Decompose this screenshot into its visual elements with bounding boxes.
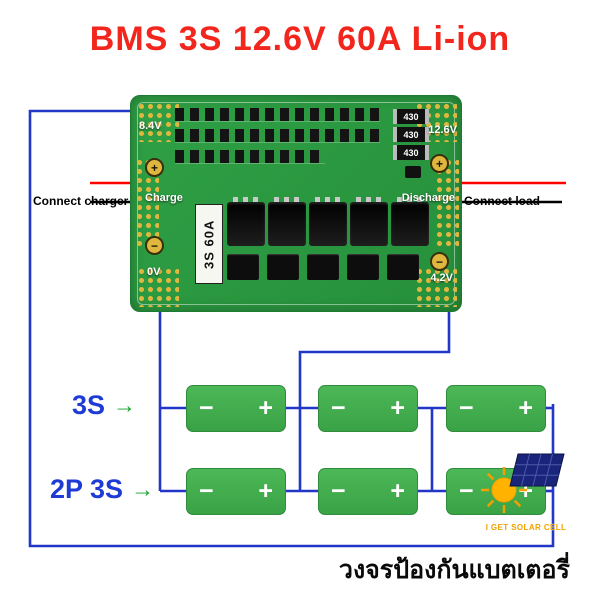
- plus-terminal-icon: +: [430, 154, 449, 173]
- board-label-0v: 0V: [147, 266, 161, 278]
- solder-pad-grid-top-left: [135, 100, 179, 142]
- resistor-430: 430: [393, 127, 429, 142]
- thai-caption: วงจรป้องกันแบตเตอรี่: [338, 555, 570, 584]
- sun-icon: [491, 477, 517, 503]
- page-title: BMS 3S 12.6V 60A Li-ion: [89, 20, 511, 58]
- chip: [307, 254, 339, 280]
- chip: [387, 254, 419, 280]
- board-label-charge: Charge: [145, 192, 183, 204]
- battery-minus-terminal: −: [199, 477, 214, 505]
- battery-cell: − +: [318, 468, 418, 515]
- mosfet: [227, 197, 265, 246]
- battery-minus-terminal: −: [459, 394, 474, 422]
- smd-component-row: [175, 108, 380, 121]
- battery-minus-terminal: −: [331, 394, 346, 422]
- solder-pad-grid-bottom-right: [413, 265, 457, 307]
- battery-plus-terminal: +: [258, 477, 273, 505]
- wire-8v4-loop: [28, 109, 555, 548]
- solder-pad-grid-bottom-left: [135, 265, 179, 307]
- board-label-8v4: 8.4V: [139, 120, 162, 132]
- minus-terminal-icon: −: [145, 236, 164, 255]
- mosfet: [350, 197, 388, 246]
- pack-row2-label: 2P 3S →: [50, 474, 154, 505]
- chip: [267, 254, 299, 280]
- mosfet: [391, 197, 429, 246]
- board-model-label: 3S 60A: [195, 204, 223, 284]
- row1-text: 3S: [72, 390, 106, 420]
- smd-component-row: [175, 150, 325, 163]
- wire-4v2-tap: [298, 310, 451, 491]
- plus-terminal-icon: +: [145, 158, 164, 177]
- battery-cell: − +: [446, 385, 546, 432]
- battery-cell: − +: [318, 385, 418, 432]
- connect-charger-label: Connect charger: [33, 194, 129, 208]
- resistor-430: 430: [393, 145, 429, 160]
- smd-component-row: [175, 129, 380, 142]
- battery-plus-terminal: +: [518, 394, 533, 422]
- row2-text: 2P 3S: [50, 474, 124, 504]
- sot-component: [405, 166, 421, 178]
- battery-plus-terminal: +: [390, 394, 405, 422]
- battery-plus-terminal: +: [258, 394, 273, 422]
- arrow-right-icon: →: [113, 392, 137, 418]
- bms-board: 430 430 430 + − + − 8.4V 12.6V Charge Di…: [130, 95, 462, 312]
- pack-row1-label: 3S →: [72, 390, 136, 421]
- battery-cell: − +: [186, 385, 286, 432]
- chip: [227, 254, 259, 280]
- battery-minus-terminal: −: [199, 394, 214, 422]
- board-label-12v6: 12.6V: [428, 124, 457, 136]
- board-label-discharge: Discharge: [401, 192, 455, 204]
- solar-cell-logo-text: I GET SOLAR CELL: [485, 523, 567, 532]
- connect-load-label: Connect load: [464, 194, 541, 208]
- board-label-4v2: 4.2V: [430, 272, 453, 284]
- battery-minus-terminal: −: [331, 477, 346, 505]
- solar-panel-icon: [509, 453, 565, 487]
- mosfet: [309, 197, 347, 246]
- chip: [347, 254, 379, 280]
- solar-cell-logo-icon: [481, 453, 565, 513]
- mosfet: [268, 197, 306, 246]
- battery-minus-terminal: −: [459, 477, 474, 505]
- minus-terminal-icon: −: [430, 252, 449, 271]
- battery-plus-terminal: +: [390, 477, 405, 505]
- arrow-right-icon: →: [131, 476, 155, 502]
- battery-cell: − +: [186, 468, 286, 515]
- resistor-430: 430: [393, 109, 429, 124]
